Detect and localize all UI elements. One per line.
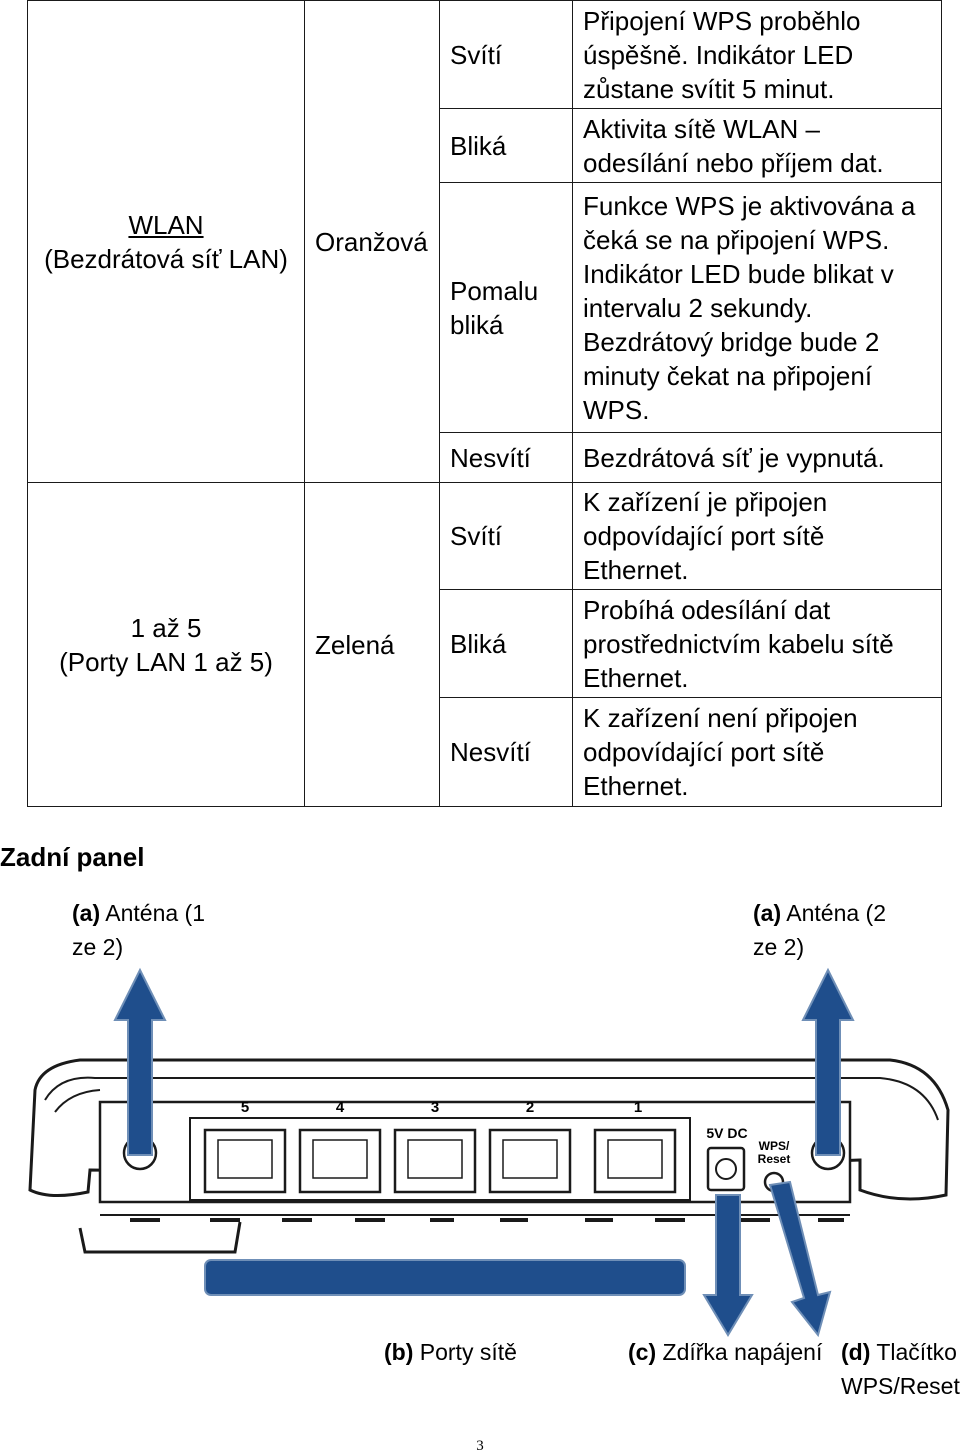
led-description: K zařízení není připojen odpovídající po…: [572, 697, 942, 807]
lan-port-2: [488, 1128, 572, 1194]
port-number-label: 4: [336, 1099, 345, 1116]
arrow-down-power: [702, 1194, 754, 1337]
led-name-lan: 1 až 5 (Porty LAN 1 až 5): [27, 482, 305, 807]
arrow-up-antenna-1: [113, 967, 167, 1156]
label-lan-ports: (b) Porty sítě: [384, 1339, 517, 1365]
led-name-wlan: WLAN (Bezdrátová síť LAN): [27, 0, 305, 483]
led-description: K zařízení je připojen odpovídající port…: [572, 482, 942, 590]
lan-port-5: [203, 1128, 287, 1194]
arrow-up-antenna-2: [801, 967, 855, 1156]
arrow-down-wps: [768, 1180, 832, 1338]
lan-ports-bracket: [204, 1259, 686, 1296]
label-wps-reset: (d) Tlačítko WPS/Reset: [841, 1339, 960, 1399]
led-state: Pomalu bliká: [439, 182, 573, 433]
port-number-label: 2: [526, 1099, 534, 1116]
led-status-table: WLAN (Bezdrátová síť LAN) Oranžová Svítí…: [27, 0, 942, 807]
led-description: Funkce WPS je aktivována a čeká se na př…: [572, 182, 942, 433]
label-power-jack: (c) Zdířka napájení: [628, 1339, 823, 1365]
led-state: Svítí: [439, 482, 573, 590]
led-description: Probíhá odesílání dat prostřednictvím ka…: [572, 589, 942, 698]
label-antenna-2: (a) Anténa (2 ze 2): [753, 900, 886, 960]
led-color-lan: Zelená: [304, 482, 440, 807]
lan-port-3: [393, 1128, 477, 1194]
led-state: Svítí: [439, 0, 573, 109]
port-number-label: 5: [241, 1099, 249, 1116]
vent-slots: [130, 1218, 844, 1222]
led-description: Připojení WPS proběhlo úspěšně. Indikáto…: [572, 0, 942, 109]
port-number-label: 1: [634, 1099, 642, 1116]
led-state: Nesvítí: [439, 697, 573, 807]
rear-panel-heading: Zadní panel: [0, 842, 145, 872]
page-number: 3: [476, 1438, 484, 1454]
lan-port-4: [298, 1128, 382, 1194]
port-number-label: 3: [431, 1099, 439, 1116]
led-description: Aktivita sítě WLAN – odesílání nebo příj…: [572, 108, 942, 183]
callout-arrows: [113, 967, 855, 1338]
led-color-wlan: Oranžová: [304, 0, 440, 483]
led-description: Bezdrátová síť je vypnutá.: [572, 432, 942, 483]
led-state: Bliká: [439, 108, 573, 183]
power-jack-label: 5V DC: [706, 1125, 747, 1141]
led-state: Nesvítí: [439, 432, 573, 483]
wps-label-line2: Reset: [758, 1152, 791, 1166]
lan-port-1: [593, 1128, 677, 1194]
label-antenna-1: (a) Anténa (1 ze 2): [72, 900, 205, 960]
led-state: Bliká: [439, 589, 573, 698]
router-rear-illustration: 5 4 3 2 1 5V DC WPS/ Reset: [28, 1058, 950, 1296]
wps-label-line1: WPS/: [759, 1139, 790, 1153]
